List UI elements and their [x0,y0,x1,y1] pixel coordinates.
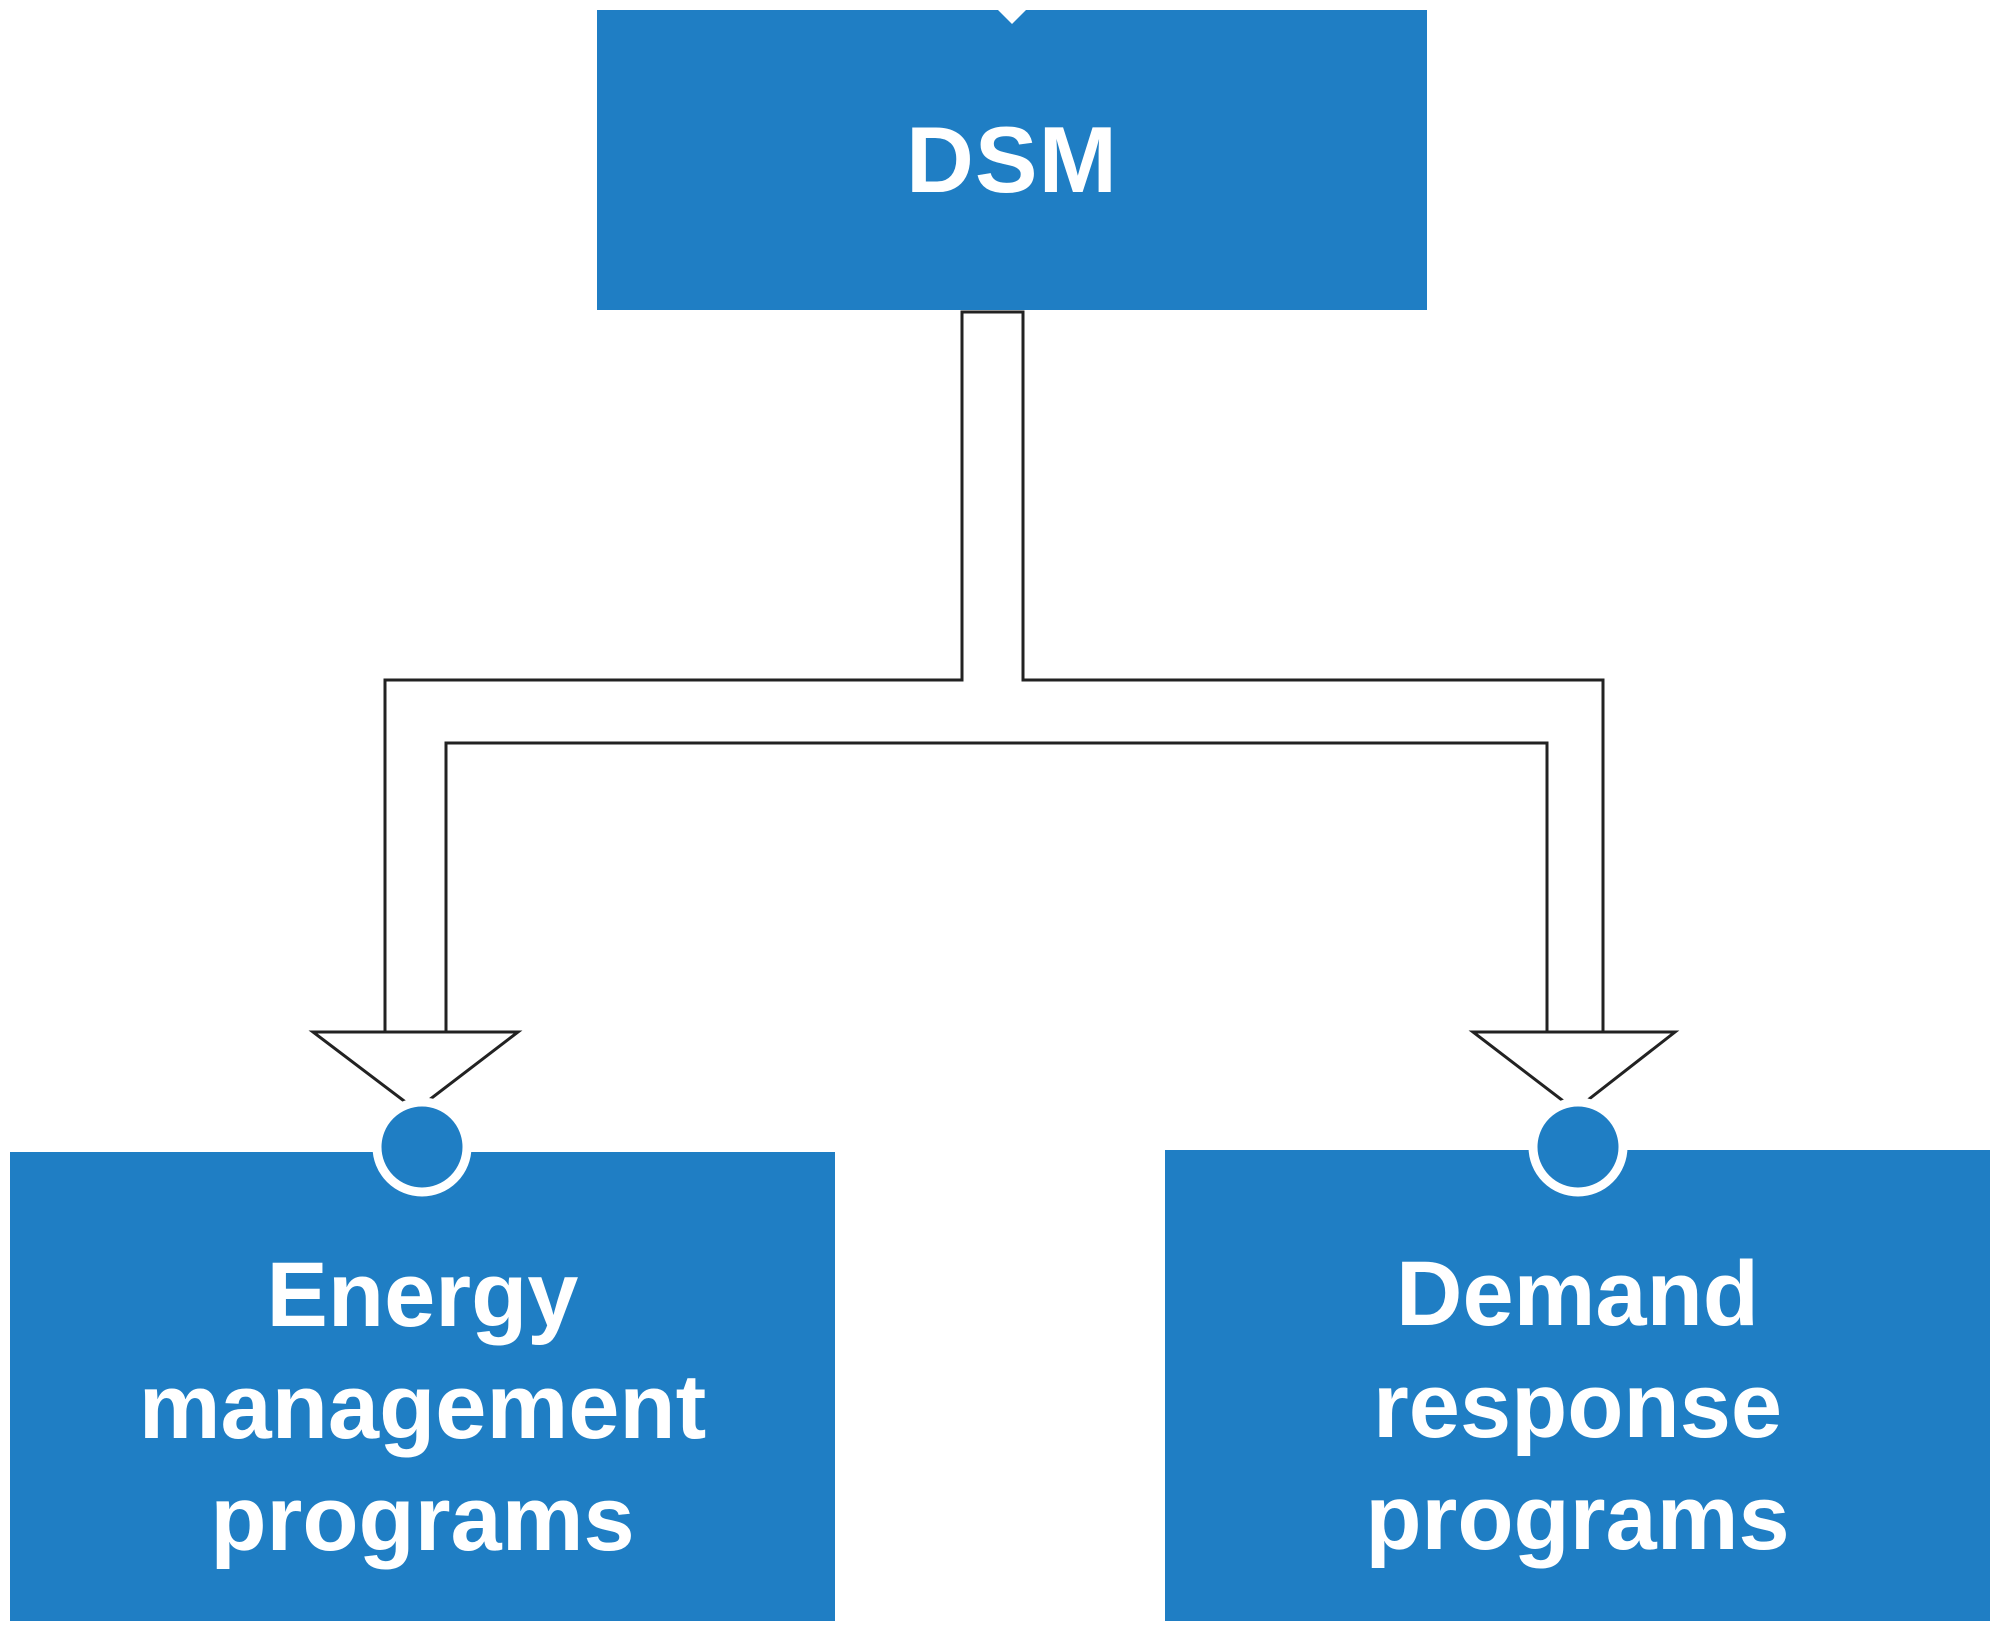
demand-response-line-3: programs [1365,1466,1790,1569]
right-arrowhead-icon [1468,1030,1680,1112]
energy-management-line-1: Energy [266,1243,579,1346]
energy-management-line-3: programs [210,1467,635,1570]
left-connection-dot-icon [372,1097,472,1197]
right-connection-dot-icon [1528,1097,1628,1197]
dsm-node-label: DSM [906,107,1118,212]
energy-management-line-2: management [138,1355,707,1458]
left-arrowhead-icon [308,1030,523,1112]
demand-response-line-1: Demand [1396,1242,1759,1345]
demand-response-node: Demand response programs [1165,1150,1990,1621]
dsm-node: DSM [597,10,1427,310]
fork-connector [383,310,1605,1034]
top-notch-icon [998,10,1026,24]
demand-response-line-2: response [1372,1354,1783,1457]
energy-management-node: Energy management programs [10,1152,835,1621]
